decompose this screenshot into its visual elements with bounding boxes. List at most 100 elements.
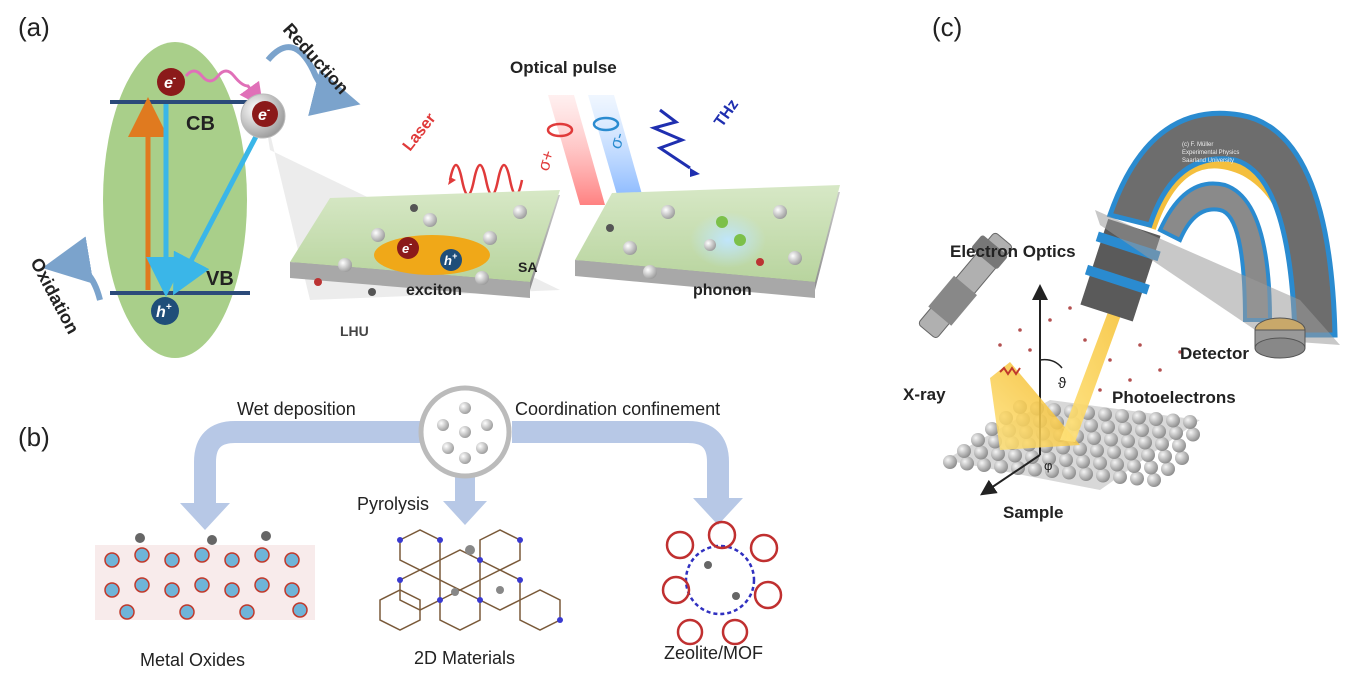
sample-atom [1141, 448, 1155, 462]
photoelectron-dots [998, 306, 1182, 392]
sample-atom [1107, 445, 1121, 459]
exciton-hole [440, 249, 462, 271]
panel-b-label: (b) [18, 422, 50, 452]
sample-atom [1132, 410, 1146, 425]
sample-label: Sample [1003, 503, 1063, 522]
sample-atom [1059, 453, 1073, 467]
thz-wave-head [690, 168, 700, 177]
sample-axis [980, 454, 1041, 496]
exciton-electron-label: e- [402, 239, 412, 256]
sample-atom [1121, 434, 1135, 448]
sample-atom [1172, 438, 1186, 453]
sample-atom [1147, 473, 1161, 487]
sample-atom [1152, 424, 1166, 439]
2d-materials-label: 2D Materials [414, 648, 515, 668]
sample-atom [994, 459, 1008, 474]
hemispherical-analyzer: (c) F. Müller Experimental Physics Saarl… [1095, 110, 1340, 345]
panel-c-label: (c) [932, 12, 962, 42]
sample-atom [1079, 467, 1093, 481]
pyrolysis-arrow [455, 475, 475, 503]
sample-atom [1087, 431, 1101, 445]
detector-unit [1254, 317, 1306, 359]
sample-atom [1028, 462, 1042, 477]
sample-atom [1073, 442, 1087, 456]
xray-source [918, 232, 1080, 450]
lhu-label: LHU [340, 323, 369, 339]
sigma-plus-beam [548, 95, 605, 205]
pyrolysis-arrow-head [443, 501, 487, 525]
sample-atom [985, 422, 999, 436]
detector-label: Detector [1180, 344, 1249, 363]
electron-cb [157, 68, 185, 96]
sample-atom [1124, 446, 1138, 461]
sample-atom [1161, 462, 1175, 476]
sigma-plus-rotation [546, 122, 574, 138]
sample-atom [1042, 451, 1056, 466]
xray-label: X-ray [903, 385, 946, 404]
thz-wave [649, 108, 691, 170]
sigma-minus-label: σ- [606, 130, 629, 151]
sample-atom [971, 433, 985, 447]
sample-atom [1008, 448, 1022, 463]
sample-atom [977, 458, 991, 472]
zeolite-mof-label: Zeolite/MOF [664, 643, 763, 663]
oxidation-arrow [42, 236, 103, 301]
laser-wave [448, 163, 524, 197]
credit-line-3: Saarland University [1182, 158, 1234, 164]
sigma-minus-rotation [592, 116, 620, 132]
reduction-label: Reduction [279, 19, 353, 98]
sample-atom [943, 455, 957, 469]
sample-atom [1186, 427, 1200, 442]
metal-oxide-structure [95, 531, 315, 620]
sample-atom [1166, 413, 1180, 428]
sample-atom [991, 447, 1005, 461]
laser-label: Laser [400, 110, 440, 154]
phi-label: φ [1044, 458, 1052, 473]
coordination-arrow-head [693, 498, 743, 525]
hole-vb-label: h+ [156, 302, 172, 321]
sample-atom [1183, 415, 1197, 429]
metal-oxides-label: Metal Oxides [140, 650, 245, 670]
sample-atom [957, 444, 971, 458]
sample-atom [1149, 412, 1163, 426]
lhu-slab-left: e- h+ SA exciton LHU [290, 190, 560, 339]
sample-atom [1130, 471, 1144, 486]
exciton-electron [397, 237, 419, 259]
sample-atom [1127, 459, 1141, 473]
wet-deposition-label: Wet deposition [237, 399, 356, 419]
exciton-cloud [374, 235, 490, 275]
phonon-glow [690, 212, 766, 268]
vb-label: VB [206, 268, 234, 290]
lhu-slab-right: phonon [575, 185, 840, 299]
sigma-minus-beam [588, 95, 645, 205]
credit-line-2: Experimental Physics [1182, 150, 1239, 156]
sample-atom [1062, 465, 1076, 480]
coordination-arrow [512, 421, 729, 500]
sample-atom [1175, 451, 1189, 465]
sample-atom [1093, 456, 1107, 470]
relaxation-wave-arrow [184, 69, 264, 108]
sample-atom [1025, 450, 1039, 464]
sample-atom [1101, 420, 1115, 434]
laser-wave-head [448, 177, 456, 185]
optical-pulse-label: Optical pulse [510, 58, 617, 77]
sigma-plus-label: σ+ [534, 148, 558, 173]
transfer-arrow [173, 123, 265, 296]
coordination-confinement-label: Coordination confinement [515, 399, 720, 419]
exciton-hole-label: h+ [444, 251, 458, 268]
zeolite-structure [661, 520, 783, 646]
sample-atom [1144, 460, 1158, 475]
thz-label: THz [711, 97, 742, 131]
sample-atom [1045, 464, 1059, 478]
photoelectrons-label: Photoelectrons [1112, 388, 1236, 407]
sample-atom [960, 456, 974, 471]
sample-atom [1096, 468, 1110, 483]
sa-label: SA [518, 259, 537, 275]
wet-deposition-arrow-head [180, 503, 230, 530]
cb-label: CB [186, 113, 215, 135]
sample-atom [1158, 449, 1172, 464]
sample-atom [1090, 443, 1104, 458]
sample-atom [1113, 470, 1127, 484]
theta-arc [1039, 358, 1063, 369]
